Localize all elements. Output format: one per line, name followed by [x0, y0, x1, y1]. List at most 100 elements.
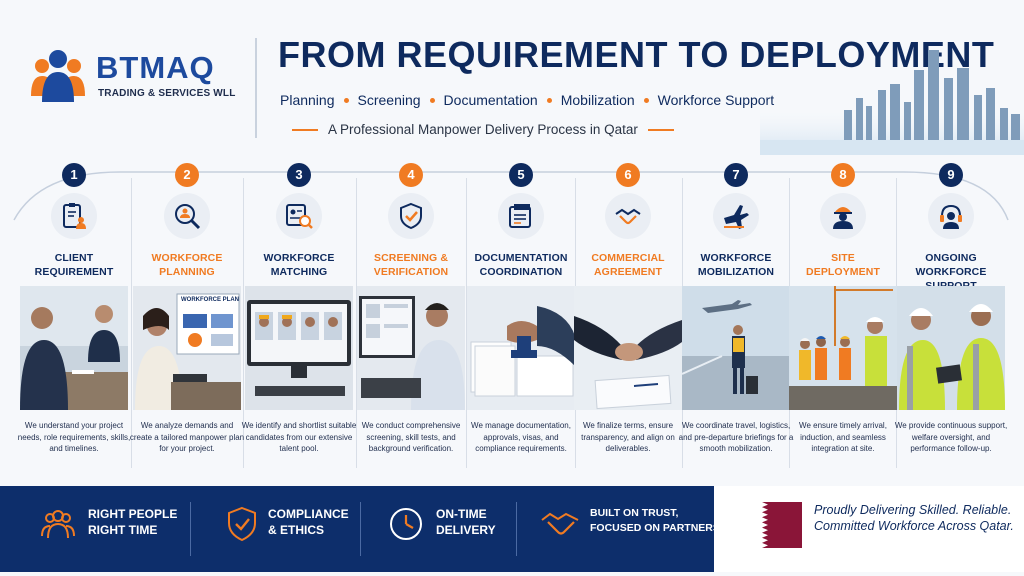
site-deployment-photo	[789, 286, 897, 410]
airplane-icon	[713, 193, 759, 239]
process-step-2: 2 WORKFORCE PLANNING WORKFORCE PLAN We an…	[130, 163, 244, 473]
step-description: We understand your project needs, role r…	[17, 421, 131, 453]
step-label: COMMERCIAL AGREEMENT	[572, 251, 684, 279]
band-divider	[516, 502, 517, 556]
document-folder-icon	[498, 193, 544, 239]
step-number: 3	[287, 163, 311, 187]
step-description: We provide continuous support, welfare o…	[894, 421, 1008, 453]
brand-name: BTMAQ	[96, 50, 215, 85]
page-title: FROM REQUIREMENT TO DEPLOYMENT	[278, 34, 995, 75]
step-description: We manage documentation, approvals, visa…	[471, 421, 571, 453]
workforce-planning-photo: WORKFORCE PLAN	[133, 286, 241, 410]
step-label-line: WORKFORCE	[700, 252, 772, 264]
value-line: BUILT ON TRUST,	[590, 507, 679, 519]
step-description: We finalize terms, ensure transparency, …	[581, 421, 675, 453]
candidate-matching-photo	[245, 286, 353, 410]
value-text: BUILT ON TRUST,FOCUSED ON PARTNERSHIP	[590, 506, 737, 536]
step-label: DOCUMENTATION COORDINATION	[465, 251, 577, 279]
step-label-line: VERIFICATION	[373, 266, 449, 278]
screen-heading: WORKFORCE PLAN	[181, 297, 239, 303]
step-separator	[466, 178, 467, 468]
step-number: 8	[831, 163, 855, 187]
handshake-icon	[541, 512, 579, 535]
step-label-line: PLANNING	[159, 266, 215, 278]
process-step-3: 3 WORKFORCE MATCHING We identify and shor…	[242, 163, 356, 473]
process-step-1: 1 CLIENT REQUIREMENT We understand your p…	[18, 163, 130, 473]
keyword-line: Planning Screening Documentation Mobilizati…	[280, 92, 774, 108]
shield-check-icon	[388, 193, 434, 239]
profile-search-icon	[276, 193, 322, 239]
band-divider	[190, 502, 191, 556]
workforce-support-photo	[897, 286, 1005, 410]
keyword: Documentation	[443, 92, 538, 108]
clipboard-user-icon	[51, 193, 97, 239]
step-label: WORKFORCE MOBILIZATION	[680, 251, 792, 279]
step-number: 4	[399, 163, 423, 187]
clock-icon	[390, 508, 422, 540]
step-label-line: MATCHING	[270, 266, 328, 278]
step-number: 9	[939, 163, 963, 187]
step-description: We analyze demands and create a tailored…	[129, 421, 245, 453]
step-label: WORKFORCE PLANNING	[131, 251, 243, 279]
keyword: Planning	[280, 92, 335, 108]
proud-statement: Proudly Delivering Skilled. Reliable. Co…	[714, 486, 1024, 572]
worker-helmet-icon	[820, 193, 866, 239]
value-line: DELIVERY	[436, 523, 496, 537]
value-line: COMPLIANCE	[268, 507, 349, 521]
keyword: Mobilization	[560, 92, 635, 108]
step-label-line: DEPLOYMENT	[806, 266, 880, 278]
team-icon	[41, 510, 75, 539]
step-label-line: MOBILIZATION	[697, 266, 775, 278]
step-label-line: REQUIREMENT	[34, 266, 114, 278]
support-headset-icon	[928, 193, 974, 239]
step-description: We identify and shortlist suitable candi…	[241, 421, 357, 453]
step-label-line: COORDINATION	[479, 266, 563, 278]
step-label: SCREENING & VERIFICATION	[355, 251, 467, 279]
keyword: Workforce Support	[657, 92, 775, 108]
step-label-line: AGREEMENT	[594, 266, 662, 278]
tagline-rule	[647, 129, 674, 132]
value-line: RIGHT TIME	[88, 523, 158, 537]
step-description: We conduct comprehensive screening, skil…	[361, 421, 461, 453]
step-label-line: CLIENT	[54, 252, 94, 264]
value-line: & ETHICS	[268, 523, 325, 537]
step-label: WORKFORCE MATCHING	[243, 251, 355, 279]
step-label-line: WORKFORCE	[263, 252, 335, 264]
tagline-rule	[292, 129, 318, 132]
process-step-4: 4 SCREENING & VERIFICATION We conduct com…	[357, 163, 465, 473]
bullet-dot	[429, 98, 435, 103]
client-meeting-photo	[20, 286, 128, 410]
step-label-line: ONGOING	[925, 252, 977, 264]
step-label-line: COMMERCIAL	[591, 252, 665, 264]
step-separator	[131, 178, 132, 468]
shield-check-icon	[228, 506, 256, 542]
bullet-dot	[643, 98, 649, 103]
step-label: SITE DEPLOYMENT	[787, 251, 899, 279]
value-line: ON-TIME	[436, 507, 487, 521]
keyword: Screening	[357, 92, 421, 108]
value-line: RIGHT PEOPLE	[88, 507, 178, 521]
step-label-line: SCREENING &	[373, 252, 449, 264]
screening-photo	[357, 286, 465, 410]
value-text: RIGHT PEOPLE RIGHT TIME	[88, 506, 177, 538]
bullet-dot	[546, 98, 552, 103]
step-label: CLIENT REQUIREMENT	[18, 251, 130, 279]
documentation-stamp-photo	[467, 286, 575, 410]
step-separator	[243, 178, 244, 468]
step-label-line: SITE	[831, 252, 855, 264]
bullet-dot	[343, 98, 349, 103]
step-number: 2	[175, 163, 199, 187]
step-number: 7	[724, 163, 748, 187]
step-number: 1	[62, 163, 86, 187]
step-label-line: DOCUMENTATION	[474, 252, 568, 264]
value-text: ON-TIME DELIVERY	[436, 506, 496, 538]
brand-subtitle: TRADING & SERVICES WLL	[98, 88, 236, 99]
handshake-icon	[605, 193, 651, 239]
doha-skyline-image	[760, 50, 1024, 155]
team-search-icon	[164, 193, 210, 239]
step-label-line: WORKFORCE	[151, 252, 223, 264]
